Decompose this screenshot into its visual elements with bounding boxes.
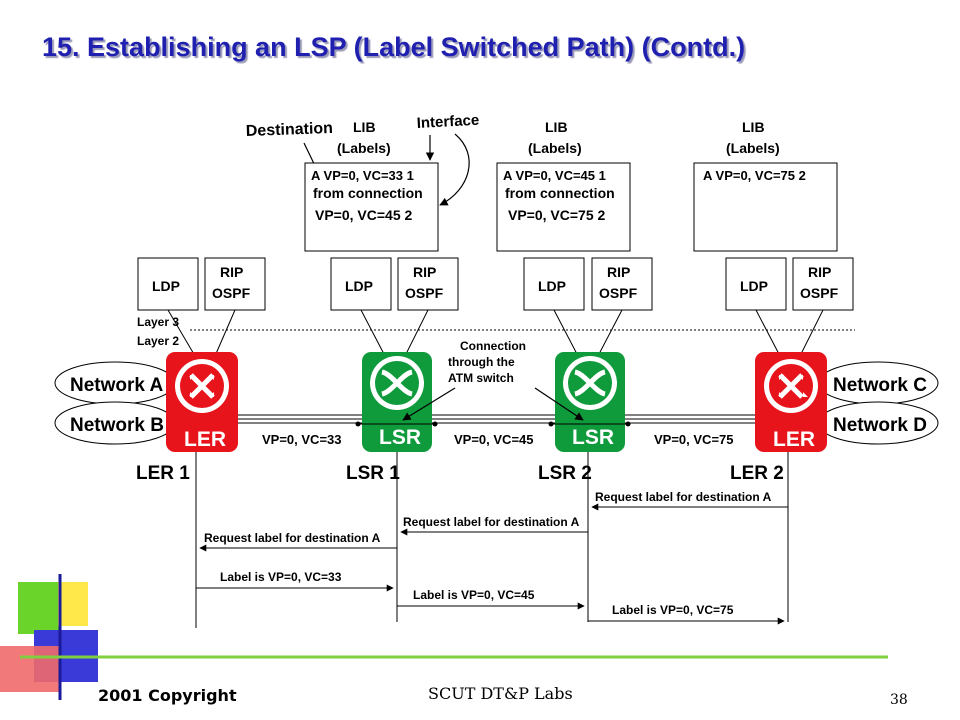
message-label-1: Label is VP=0, VC=33 [220,570,342,584]
connection-note-line: ATM switch [448,371,514,385]
connection-note: Connection through the ATM switch [402,339,584,421]
ldp-box-2: LDP [345,278,373,294]
switch-icon [574,369,606,397]
destination-label: Destination [246,120,334,140]
message-label-3: Label is VP=0, VC=75 [612,603,734,617]
node-name-lsr-1: LSR 1 [346,463,400,484]
ldp-box-1: LDP [152,278,180,294]
network-d-label: Network D [833,415,927,436]
lib-subheading: (Labels) [337,140,391,156]
lib-subheading: (Labels) [726,140,780,156]
link-label-1: VP=0, VC=33 [262,432,342,447]
lib-heading: LIB [545,119,568,135]
ler-label-2: LER [773,428,815,451]
message-request-3: Request label for destination A [595,490,772,504]
router-cross-icon [189,373,215,399]
atm-links [238,414,755,424]
footer-lab-name: SCUT DT&P Labs [428,684,573,703]
router-cross-icon [778,373,804,399]
node-name-ler-2: LER 2 [730,463,784,484]
network-c-label: Network C [833,375,927,396]
page-number: 38 [890,692,908,708]
switch-icon [381,369,413,397]
lib-heading: LIB [742,119,765,135]
lifelines [195,452,789,628]
slide-title: 15. Establishing an LSP (Label Switched … [42,32,746,62]
ler-label-1: LER [184,428,226,451]
lsr-label-1: LSR [379,426,421,449]
link-label-3: VP=0, VC=75 [654,432,734,447]
message-request-1: Request label for destination A [204,531,381,545]
lib-line: from connection [505,185,615,201]
rip-label-3: RIP [607,264,630,280]
lsr-2-device: LSR [555,352,625,452]
interface-label: Interface [416,112,479,132]
layer-3-label: Layer 3 [137,315,179,329]
lib-line: A VP=0, VC=45 1 [503,168,606,183]
lib-subheading: (Labels) [528,140,582,156]
lib-table-2: LIB (Labels) A VP=0, VC=45 1 from connec… [496,119,631,252]
connection-note-line: Connection [460,339,526,353]
lib-table-3: LIB (Labels) A VP=0, VC=75 2 [693,119,838,252]
ldp-box-3: LDP [538,278,566,294]
lib-line: A VP=0, VC=33 1 [311,168,414,183]
ospf-label-2: OSPF [405,285,444,301]
rip-label-2: RIP [413,264,436,280]
footer-copyright: 2001 Copyright [98,686,237,705]
connection-note-line: through the [448,355,515,369]
lib-table-1: LIB (Labels) A VP=0, VC=33 1 from connec… [304,119,439,252]
rip-label-1: RIP [220,264,243,280]
ler-1-device: LER [166,352,238,452]
ospf-label-4: OSPF [800,285,839,301]
lib-heading: LIB [353,119,376,135]
node-name-ler-1: LER 1 [136,463,190,484]
message-sequence: Request label for destination A Request … [196,490,788,625]
ospf-label-3: OSPF [599,285,638,301]
lib-line: VP=0, VC=75 2 [508,207,606,223]
lsr-label-2: LSR [572,426,614,449]
node-name-lsr-2: LSR 2 [538,463,592,484]
ldp-box-4: LDP [740,278,768,294]
lsr-1-device: LSR [362,352,432,452]
rip-label-4: RIP [808,264,831,280]
network-b-label: Network B [70,415,164,436]
link-label-2: VP=0, VC=45 [454,432,534,447]
layer-2-label: Layer 2 [137,334,179,348]
network-a-label: Network A [70,375,164,396]
ospf-label-1: OSPF [212,285,251,301]
ler-2-device: LER [755,352,827,452]
message-request-2: Request label for destination A [403,515,580,529]
lib-line: from connection [313,185,423,201]
lib-line: VP=0, VC=45 2 [315,207,413,223]
protocol-boxes: LDP RIP OSPF LDP RIP OSPF LDP RIP OSPF L… [137,257,854,311]
message-label-2: Label is VP=0, VC=45 [413,588,535,602]
corner-decoration [0,574,98,700]
lib-line: A VP=0, VC=75 2 [703,168,806,183]
